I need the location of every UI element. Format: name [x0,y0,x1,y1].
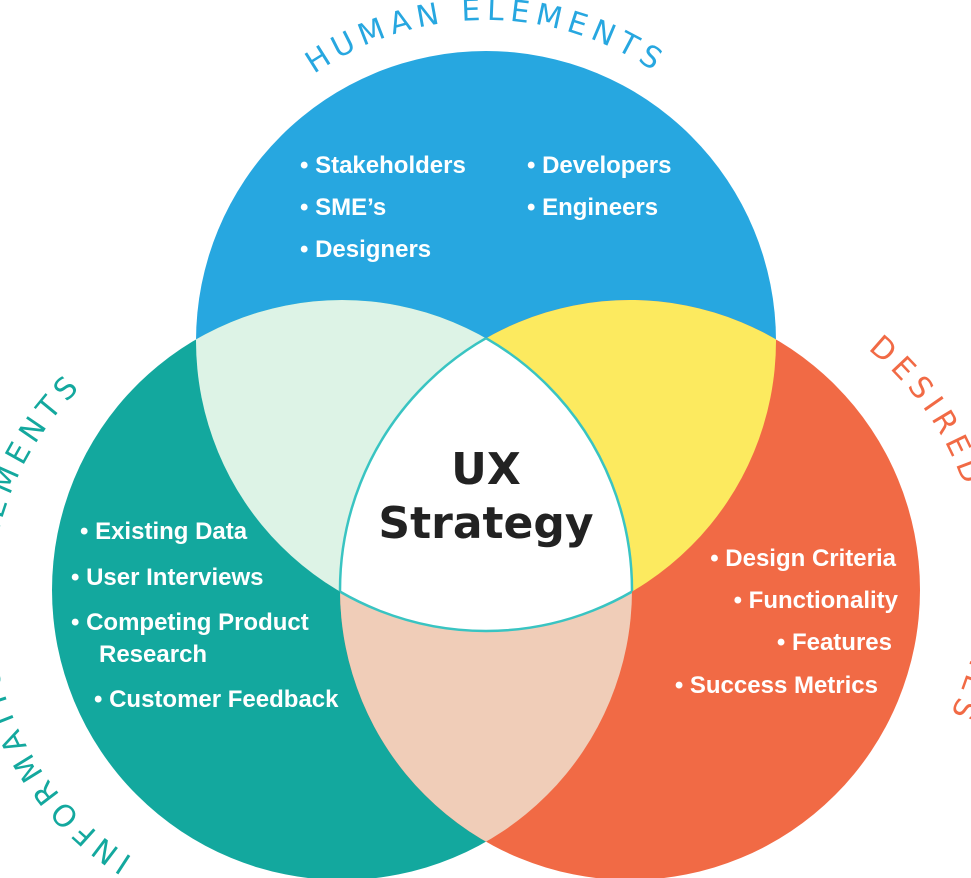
list-item: • Functionality [734,587,899,614]
list-item: • Designers [300,236,431,263]
list-item: • Features [777,629,892,656]
center-title-line1: UX [451,444,521,495]
list-item: • SME’s [300,194,386,221]
center-title-line2: Strategy [378,498,593,549]
list-item: • User Interviews [71,564,264,591]
desired-items-list: • Design Criteria • Functionality • Feat… [675,545,899,699]
list-item: • Engineers [527,194,658,221]
list-item: • Customer Feedback [94,686,339,713]
list-item: • Competing Product [71,609,309,636]
center-outline [338,300,634,633]
list-item: • Stakeholders [300,152,466,179]
center-overlap [340,300,632,631]
list-item: • Success Metrics [675,672,878,699]
list-item-continuation: Research [99,641,207,668]
list-item: • Developers [527,152,671,179]
list-item: • Design Criteria [710,545,896,572]
informational-items-list: • Existing Data • User Interviews • Comp… [71,518,339,713]
list-item: • Existing Data [80,518,248,545]
human-items-list: • Stakeholders • SME’s • Designers • Dev… [300,152,671,263]
